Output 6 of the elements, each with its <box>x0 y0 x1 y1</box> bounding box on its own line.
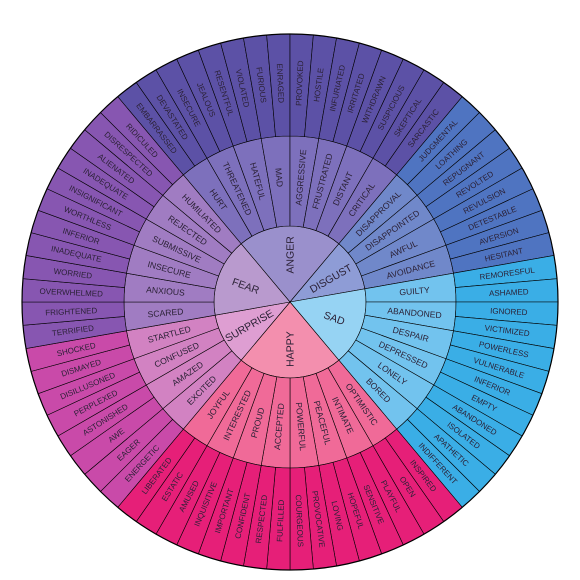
wheel-segment: OVERWHELMED <box>22 278 125 302</box>
wheel-segment: FULFILLED <box>266 467 290 570</box>
wheel-segment: ENRAGED <box>266 34 290 137</box>
wheel-segment: PROVOKED <box>290 34 314 137</box>
wheel-segment: FRIGHTENED <box>22 302 125 326</box>
wheel-segment: IGNORED <box>455 302 558 326</box>
